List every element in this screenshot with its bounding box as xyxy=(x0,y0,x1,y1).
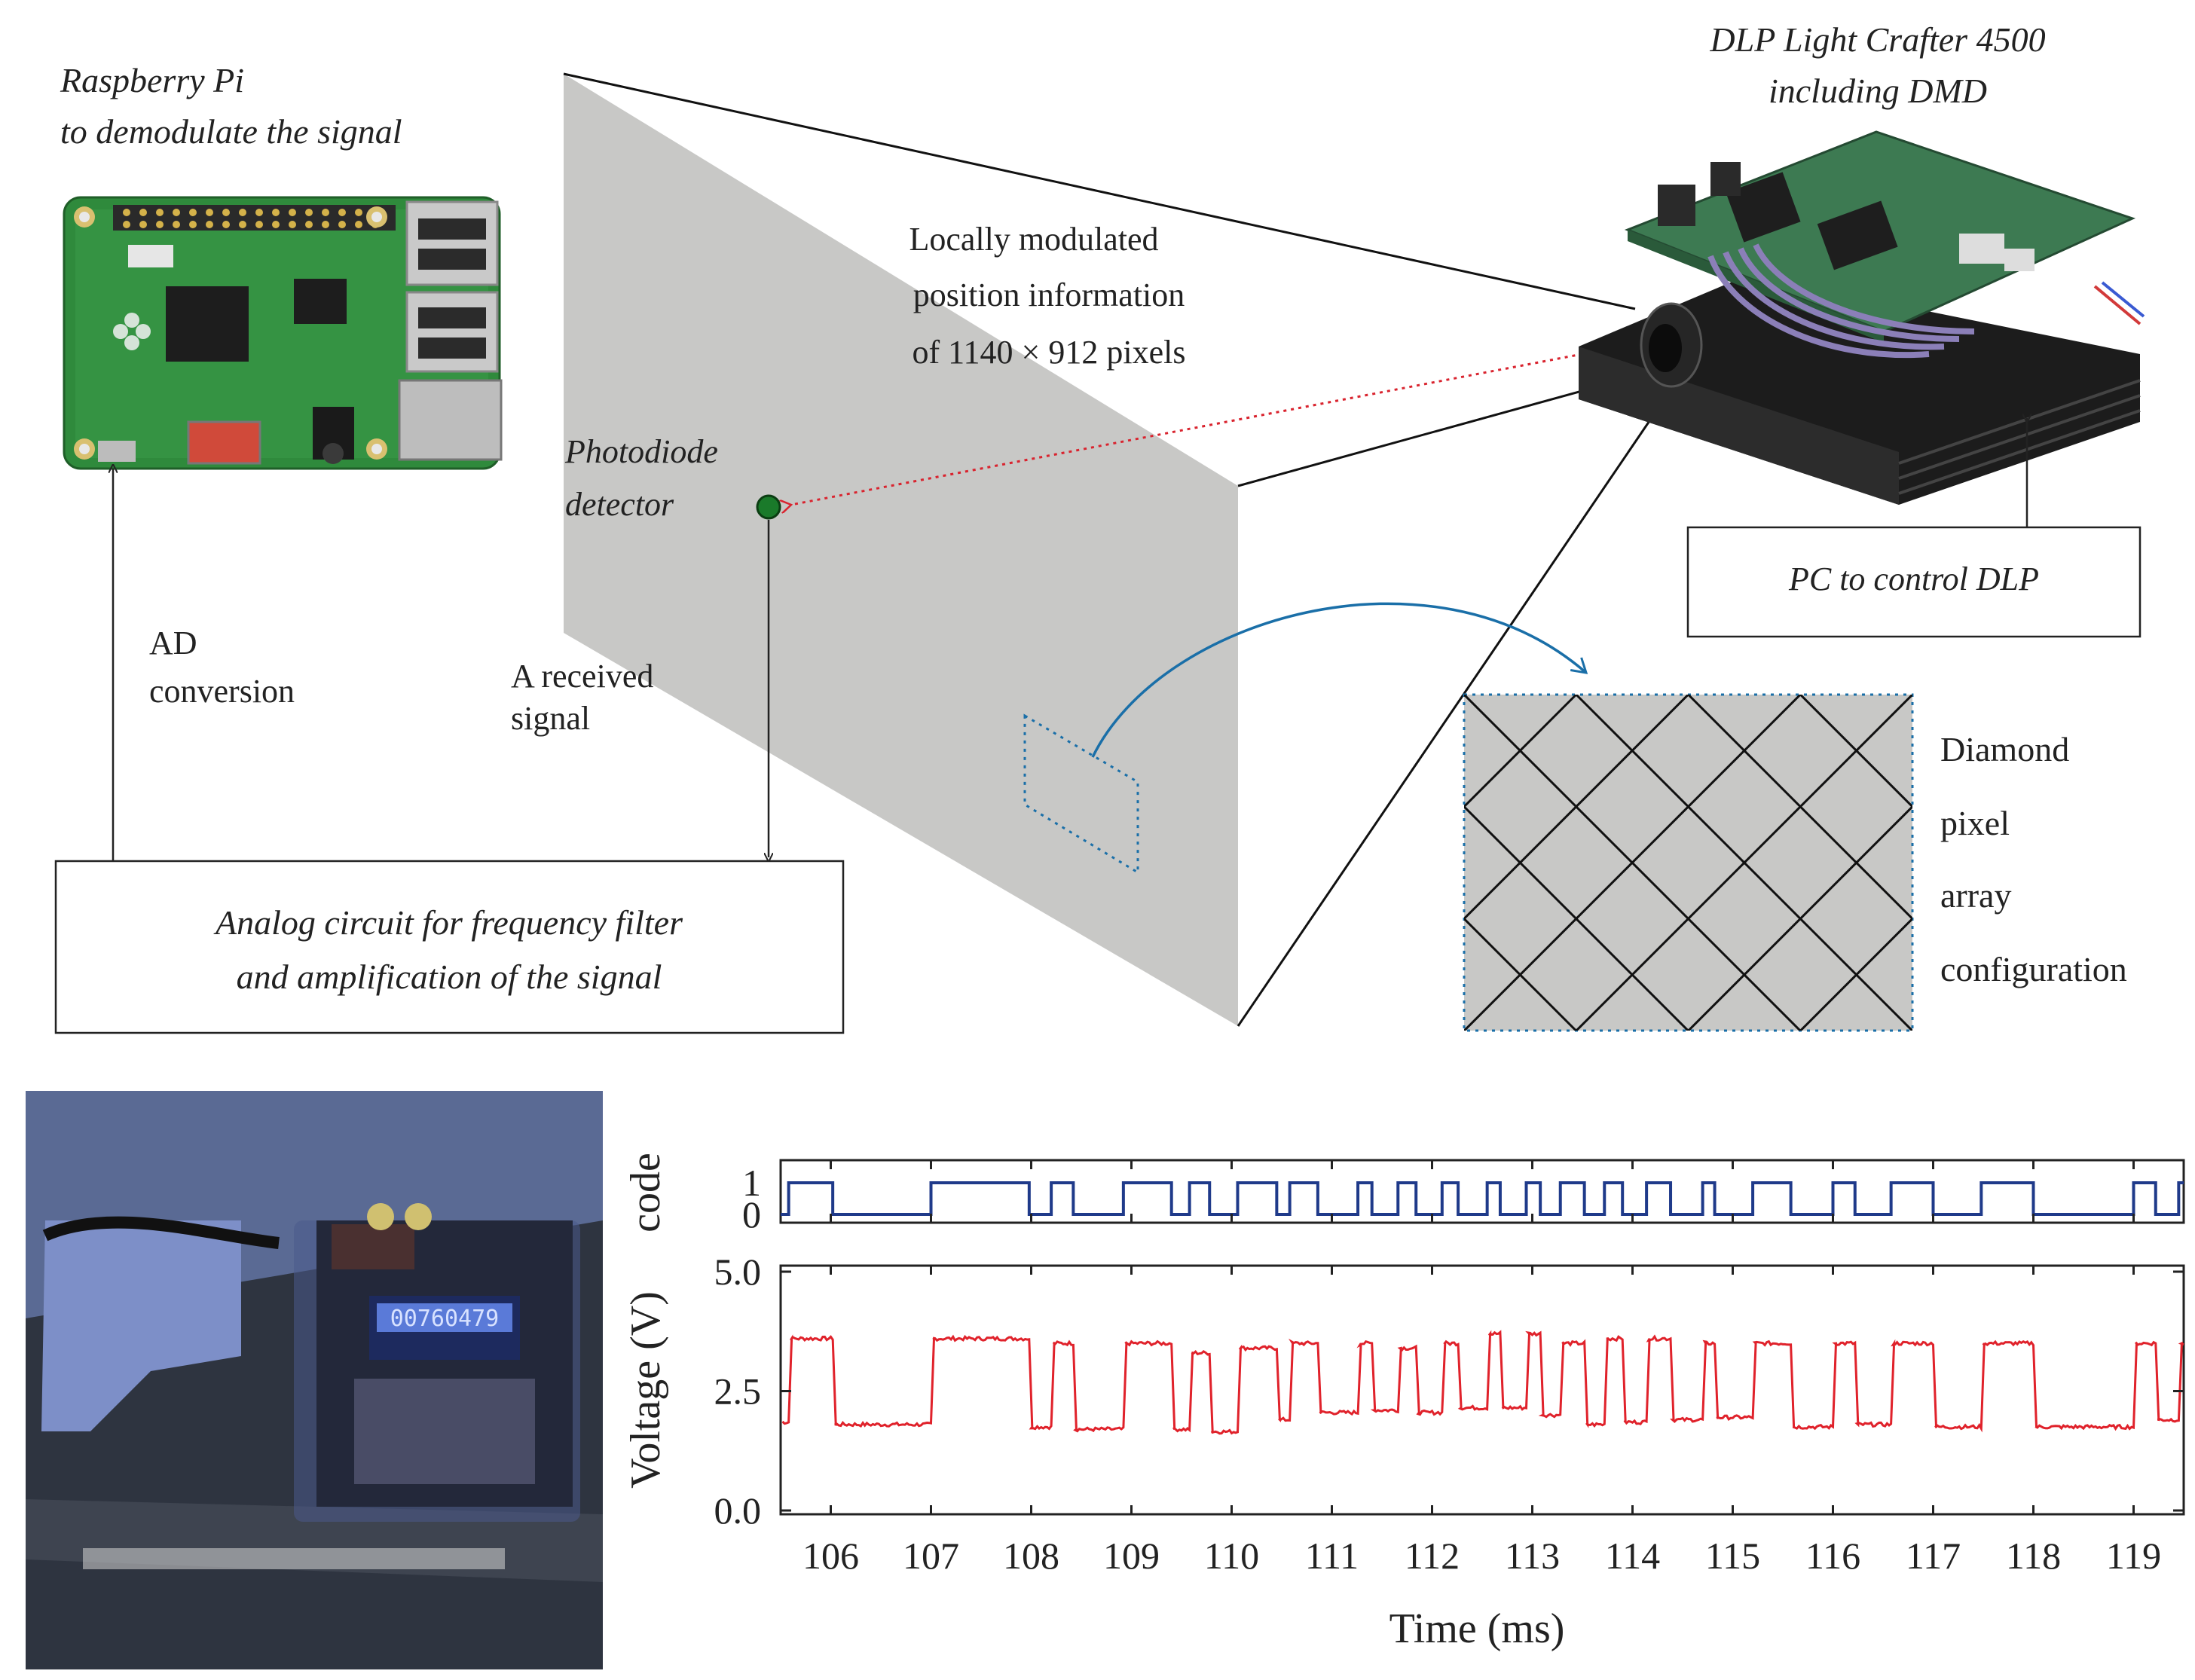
diamond-grid-line xyxy=(1799,917,1912,1031)
pc-control-box xyxy=(1686,526,2142,638)
diamond-grid-line xyxy=(1575,695,1912,1031)
code-y-tick-label: 0 xyxy=(742,1193,761,1236)
dlp-label-line1: DLP Light Crafter 4500 xyxy=(1709,20,2045,59)
modulated-label-line3: of 1140 × 912 pixels xyxy=(913,334,1186,371)
dlp-device xyxy=(1579,130,2145,505)
diamond-label-line3: array xyxy=(1940,876,2011,915)
x-tick-label: 108 xyxy=(1003,1535,1059,1577)
x-tick-label: 110 xyxy=(1204,1535,1259,1577)
diamond-grid-line xyxy=(2133,695,2195,1147)
x-tick-label: 114 xyxy=(1605,1535,1660,1577)
signal-chart: 106 107 108 109 110 111 112 113 114 115 116 117 118 1… xyxy=(622,1153,2185,1652)
diamond-grid-line xyxy=(1464,695,1577,808)
diamond-grid-line xyxy=(1464,695,1689,921)
analog-circuit-box xyxy=(54,860,845,1034)
zoom-arrow xyxy=(1091,602,1588,758)
diamond-grid-line xyxy=(1464,917,1578,1031)
photodiode-label-line1: Photodiode xyxy=(564,433,718,470)
received-label-line1: A received xyxy=(511,658,653,695)
voltage-series-line xyxy=(781,1330,2184,1435)
device-lcd-text: 00760479 xyxy=(390,1306,500,1332)
diamond-grid-line xyxy=(1687,695,1912,921)
diamond-grid-line xyxy=(1464,805,1690,1031)
zoom-region xyxy=(1023,713,1139,875)
x-axis-label: Time (ms) xyxy=(1389,1605,1565,1652)
x-tick-label: 109 xyxy=(1103,1535,1160,1577)
x-tick-label: 117 xyxy=(1906,1535,1961,1577)
diamond-grid-line xyxy=(1464,695,1802,1031)
voltage-y-tick-label: 0.0 xyxy=(714,1489,762,1532)
diamond-grid-line xyxy=(1464,695,1802,1031)
x-tick-label: 118 xyxy=(2006,1535,2061,1577)
ad-label-line1: AD xyxy=(149,625,197,661)
x-tick-label: 119 xyxy=(2106,1535,2161,1577)
beam-line-top xyxy=(563,72,1636,310)
x-tick-label: 106 xyxy=(802,1535,859,1577)
projection-screen xyxy=(564,74,1238,1026)
diamond-grid-line xyxy=(2137,695,2195,1147)
modulated-label-line1: Locally modulated xyxy=(909,221,1158,258)
analog-label-line2: and amplification of the signal xyxy=(237,958,662,996)
diamond-grid-line xyxy=(1799,695,1912,808)
x-tick-label: 113 xyxy=(1505,1535,1560,1577)
photodiode-dot xyxy=(756,494,781,520)
voltage-y-tick-label: 2.5 xyxy=(714,1370,762,1413)
photodiode-label-line2: detector xyxy=(565,486,674,523)
diamond-grid-line xyxy=(1686,805,1912,1031)
x-tick-label: 111 xyxy=(1305,1535,1359,1577)
x-tick-label: 115 xyxy=(1705,1535,1760,1577)
x-tick-label: 112 xyxy=(1405,1535,1460,1577)
modulated-label-line2: position information xyxy=(913,276,1185,313)
received-label-line2: signal xyxy=(511,700,590,737)
beam-line-mid xyxy=(1237,379,1621,487)
voltage-panel-frame xyxy=(779,1264,2185,1516)
ad-label-line2: conversion xyxy=(149,673,295,710)
raspberry-pi-board xyxy=(63,196,503,470)
diamond-label-line1: Diamond xyxy=(1940,730,2069,768)
diamond-label-line4: configuration xyxy=(1940,950,2127,988)
device-photo: 00760479 xyxy=(26,1091,603,1669)
x-tick-label: 116 xyxy=(1805,1535,1860,1577)
diamond-pixel-array xyxy=(1463,693,2195,1147)
diamond-grid-line xyxy=(1574,695,1912,1031)
x-tick-label: 107 xyxy=(903,1535,959,1577)
voltage-y-tick-label: 5.0 xyxy=(714,1251,762,1293)
rpi-label-line2: to demodulate the signal xyxy=(60,112,402,151)
beam-line-bottom xyxy=(1237,414,1655,1027)
device-lcd xyxy=(377,1303,512,1332)
code-series-line xyxy=(781,1181,2184,1216)
rpi-label-line1: Raspberry Pi xyxy=(60,61,244,99)
dlp-label-line2: including DMD xyxy=(1769,72,1987,110)
pc-control-label: PC to control DLP xyxy=(1788,561,2039,597)
y-axis-label-voltage: Voltage (V) xyxy=(622,1291,669,1489)
code-panel-frame xyxy=(779,1159,2185,1224)
diamond-label-line2: pixel xyxy=(1940,804,2010,842)
code-y-tick-label: 1 xyxy=(742,1162,761,1204)
y-axis-label-code: code xyxy=(622,1153,669,1233)
analog-label-line1: Analog circuit for frequency filter xyxy=(213,903,683,942)
